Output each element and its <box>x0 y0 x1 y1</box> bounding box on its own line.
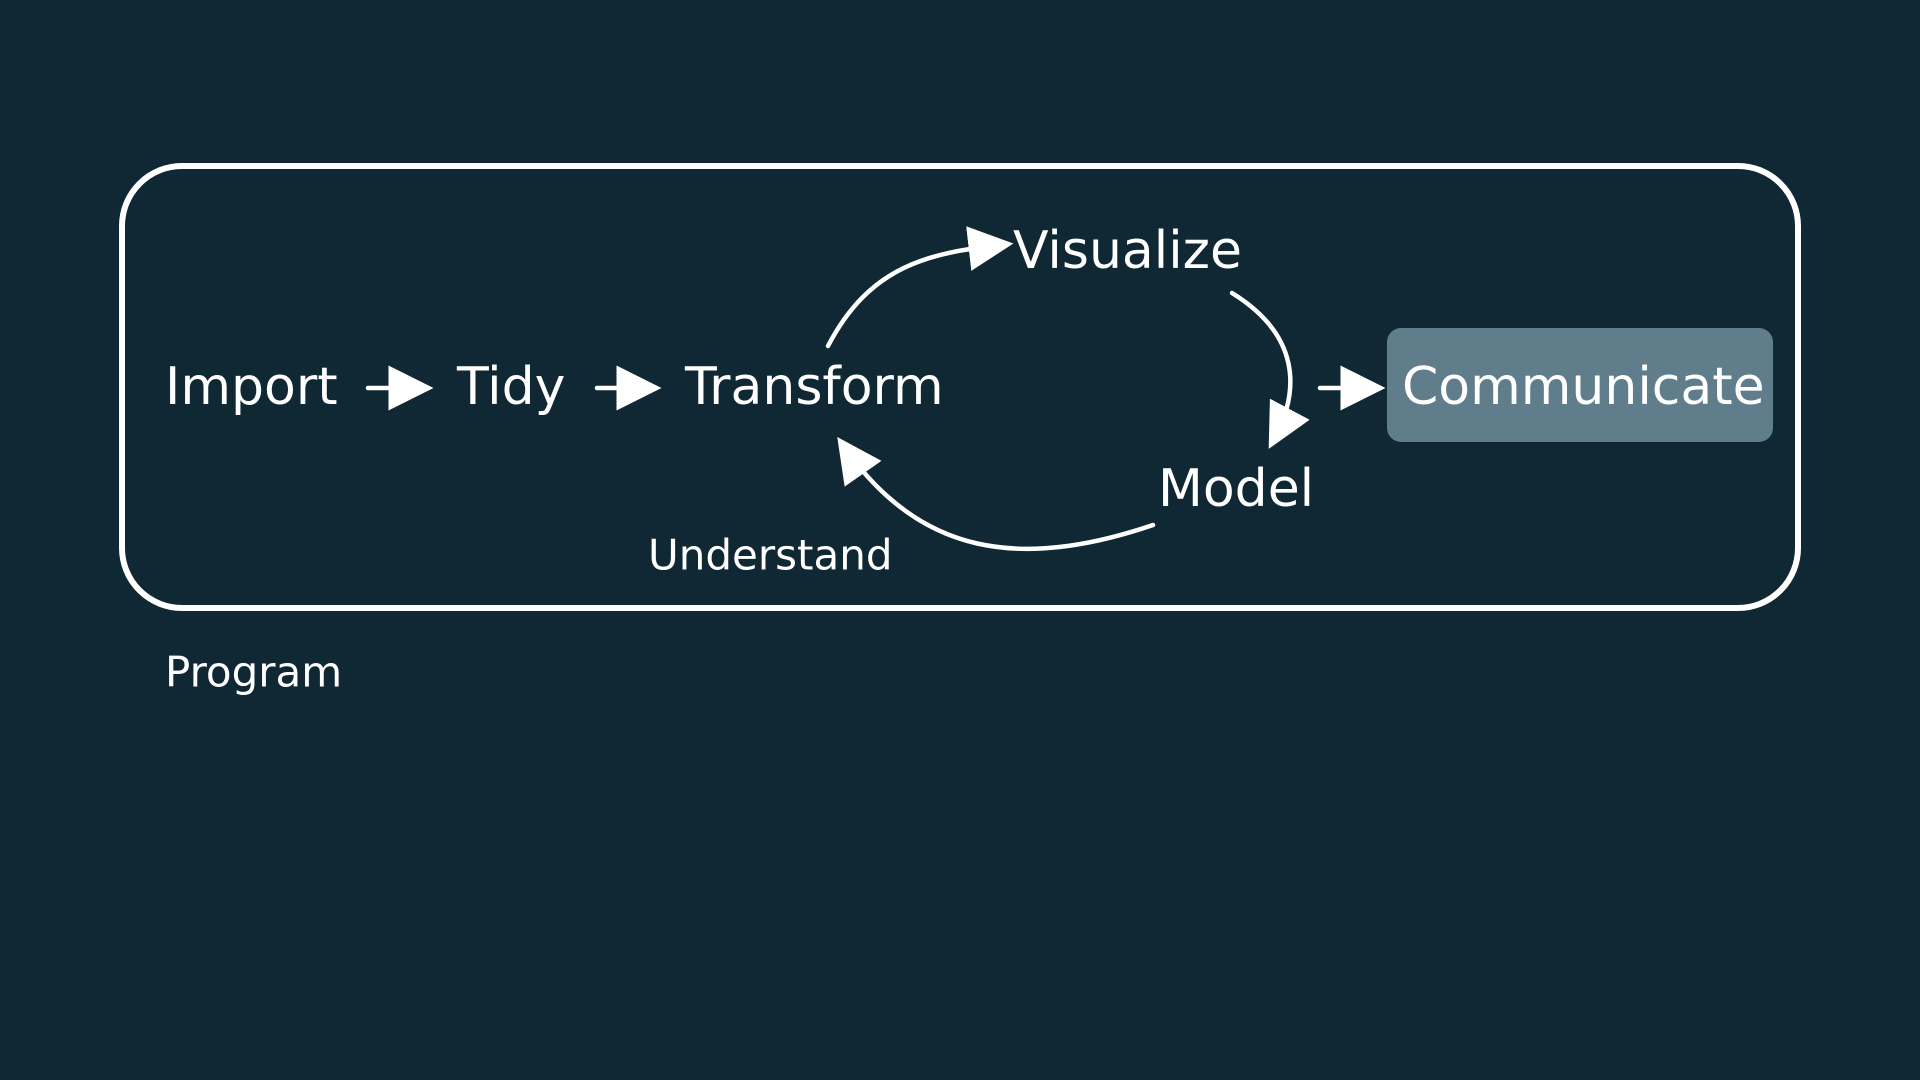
stage-import: Import <box>165 357 338 417</box>
communicate-box <box>1387 328 1773 442</box>
arrow-transform-to-visualize <box>825 226 1014 349</box>
arrow-model-to-transform <box>837 436 1156 552</box>
stage-visualize: Visualize <box>1013 221 1242 281</box>
program-frame <box>119 163 1801 611</box>
stage-transform: Transform <box>684 357 944 417</box>
stage-tidy: Tidy <box>456 357 565 417</box>
stage-communicate: Communicate <box>1402 357 1765 417</box>
stage-model: Model <box>1158 459 1314 519</box>
program-label: Program <box>165 648 342 697</box>
arrow-visualize-to-model <box>1229 290 1310 449</box>
understand-label: Understand <box>648 531 893 580</box>
